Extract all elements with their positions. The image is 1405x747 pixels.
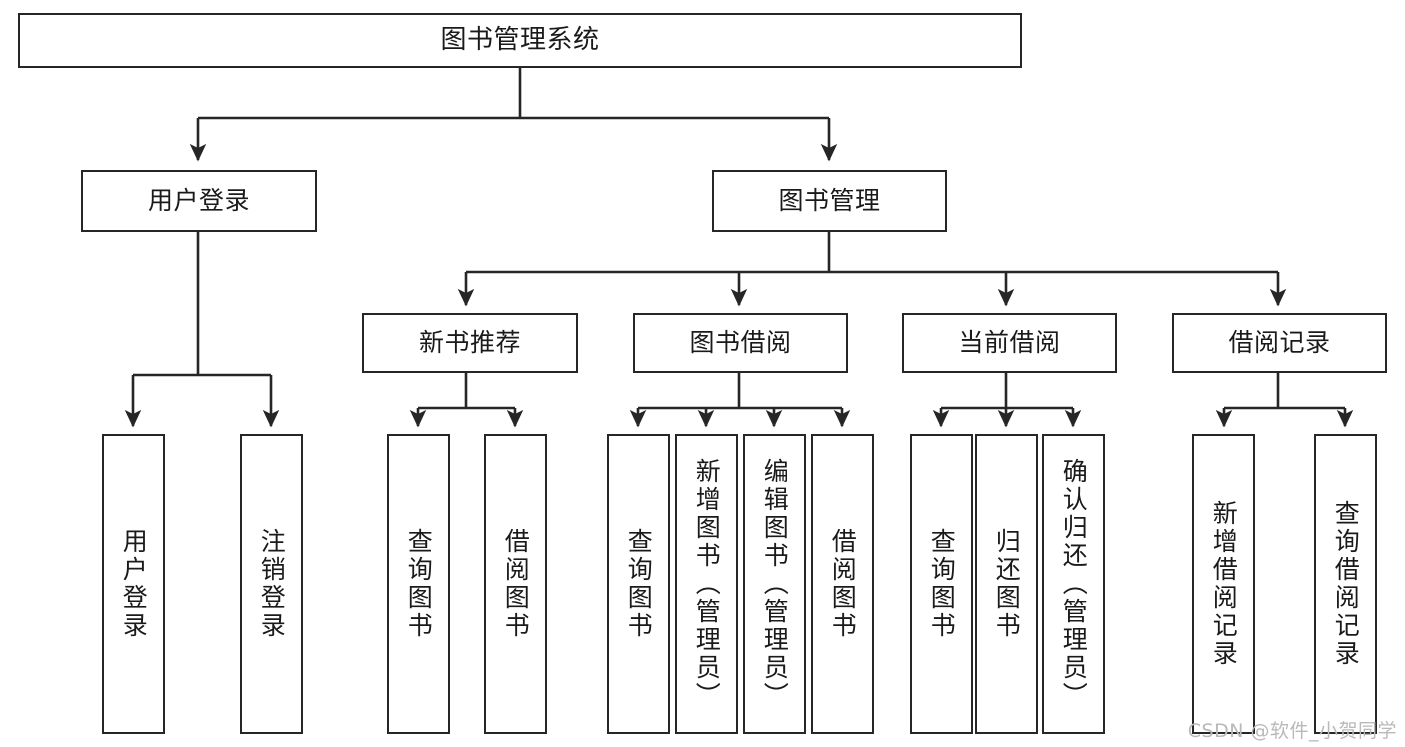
leaf-current-confirm-return-admin-label: 确认归还（管理员） [1059, 458, 1089, 710]
leaf-borrow-edit-book-admin[interactable]: 编辑图书（管理员） [743, 434, 806, 734]
leaf-records-query-record-label: 查询借阅记录 [1331, 500, 1361, 668]
node-borrow-records[interactable]: 借阅记录 [1172, 313, 1387, 373]
node-user-login-label: 用户登录 [147, 186, 250, 216]
leaf-borrow-add-book-admin-label: 新增图书（管理员） [692, 458, 722, 710]
node-current-borrow-label: 当前借阅 [958, 328, 1061, 358]
leaf-newbook-query-book-label: 查询图书 [404, 528, 434, 640]
leaf-current-return-book-label: 归还图书 [992, 528, 1022, 640]
leaf-newbook-borrow-book-label: 借阅图书 [501, 528, 531, 640]
node-current-borrow[interactable]: 当前借阅 [902, 313, 1117, 373]
node-borrow-records-label: 借阅记录 [1228, 328, 1331, 358]
leaf-borrow-query-book-label: 查询图书 [624, 528, 654, 640]
node-user-login[interactable]: 用户登录 [81, 170, 317, 232]
node-new-book-recommend[interactable]: 新书推荐 [362, 313, 578, 373]
leaf-user-login[interactable]: 用户登录 [102, 434, 165, 734]
node-root-system[interactable]: 图书管理系统 [18, 13, 1022, 68]
leaf-records-add-record[interactable]: 新增借阅记录 [1192, 434, 1255, 734]
leaf-borrow-borrow-book-label: 借阅图书 [828, 528, 858, 640]
node-book-borrow-label: 图书借阅 [689, 328, 792, 358]
node-book-borrow[interactable]: 图书借阅 [633, 313, 848, 373]
leaf-newbook-query-book[interactable]: 查询图书 [387, 434, 450, 734]
leaf-borrow-add-book-admin[interactable]: 新增图书（管理员） [675, 434, 738, 734]
csdn-watermark: CSDN @软件_小贺同学 [1187, 720, 1397, 742]
leaf-user-logout-label: 注销登录 [257, 528, 287, 640]
node-root-system-label: 图书管理系统 [440, 25, 600, 56]
leaf-user-login-label: 用户登录 [119, 528, 149, 640]
node-book-management-label: 图书管理 [778, 186, 881, 216]
leaf-newbook-borrow-book[interactable]: 借阅图书 [484, 434, 547, 734]
leaf-borrow-edit-book-admin-label: 编辑图书（管理员） [760, 458, 790, 710]
leaf-records-query-record[interactable]: 查询借阅记录 [1314, 434, 1377, 734]
leaf-current-return-book[interactable]: 归还图书 [975, 434, 1038, 734]
leaf-current-confirm-return-admin[interactable]: 确认归还（管理员） [1042, 434, 1105, 734]
leaf-records-add-record-label: 新增借阅记录 [1209, 500, 1239, 668]
leaf-current-query-book[interactable]: 查询图书 [910, 434, 973, 734]
leaf-borrow-borrow-book[interactable]: 借阅图书 [811, 434, 874, 734]
node-book-management[interactable]: 图书管理 [712, 170, 947, 232]
node-new-book-recommend-label: 新书推荐 [418, 328, 521, 358]
leaf-current-query-book-label: 查询图书 [927, 528, 957, 640]
leaf-user-logout[interactable]: 注销登录 [240, 434, 303, 734]
leaf-borrow-query-book[interactable]: 查询图书 [607, 434, 670, 734]
